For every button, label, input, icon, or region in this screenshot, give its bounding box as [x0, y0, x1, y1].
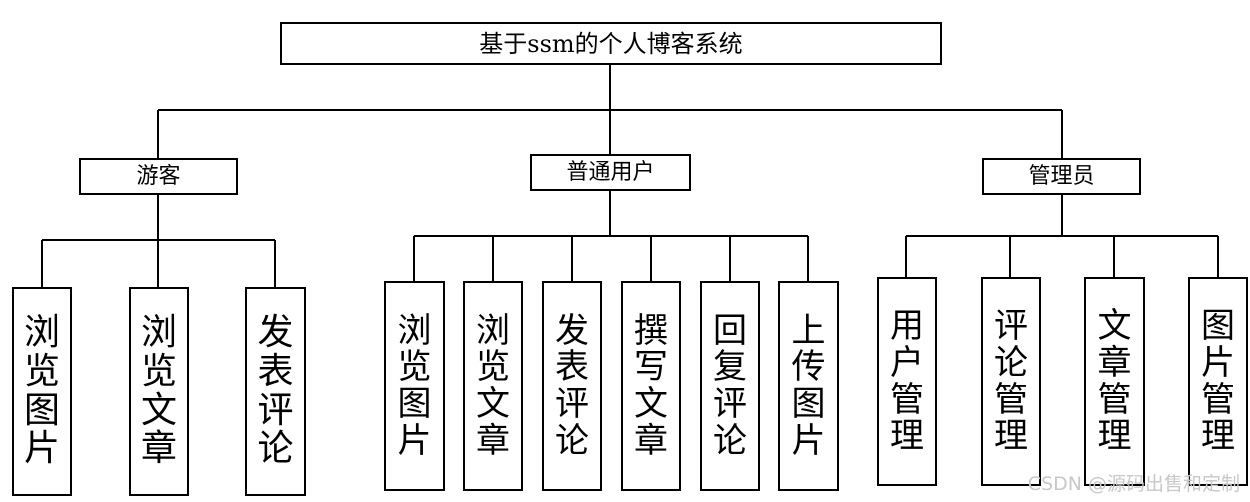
group-node-admin: 管理员 [982, 158, 1141, 195]
leaf-node: 浏览文章 [129, 287, 189, 496]
leaf-node: 浏览文章 [463, 281, 523, 491]
group-label: 管理员 [1028, 163, 1095, 189]
group-label: 游客 [136, 163, 181, 189]
leaf-node: 评论管理 [981, 277, 1041, 486]
root-label: 基于ssm的个人博客系统 [479, 29, 743, 58]
leaf-label: 浏览图片 [397, 310, 432, 461]
leaf-label: 回复评论 [713, 310, 747, 461]
leaf-node: 用户管理 [877, 277, 937, 486]
leaf-label: 上传图片 [791, 310, 826, 461]
leaf-label: 发表评论 [257, 311, 294, 470]
leaf-node: 文章管理 [1084, 277, 1145, 486]
group-node-visitor: 游客 [79, 158, 238, 195]
leaf-node: 撰写文章 [621, 281, 681, 491]
root-node: 基于ssm的个人博客系统 [280, 22, 942, 65]
leaf-label: 浏览文章 [141, 311, 178, 470]
watermark-text: CSDN @源码出售和定制 [1027, 473, 1240, 495]
group-label: 普通用户 [566, 159, 655, 185]
leaf-label: 发表评论 [555, 310, 589, 461]
leaf-node: 发表评论 [542, 281, 602, 491]
leaf-label: 浏览图片 [24, 311, 61, 470]
leaf-node: 图片管理 [1188, 277, 1248, 486]
leaf-node: 回复评论 [700, 281, 760, 491]
leaf-node: 浏览图片 [384, 281, 445, 491]
leaf-node: 发表评论 [245, 287, 306, 496]
group-node-regular-user: 普通用户 [530, 154, 691, 191]
leaf-node: 上传图片 [778, 281, 839, 491]
leaf-label: 撰写文章 [634, 310, 668, 461]
leaf-label: 用户管理 [890, 306, 924, 457]
leaf-label: 文章管理 [1097, 306, 1132, 457]
leaf-label: 浏览文章 [476, 310, 510, 461]
leaf-node: 浏览图片 [12, 287, 72, 496]
leaf-label: 评论管理 [994, 306, 1028, 457]
leaf-label: 图片管理 [1201, 306, 1235, 457]
